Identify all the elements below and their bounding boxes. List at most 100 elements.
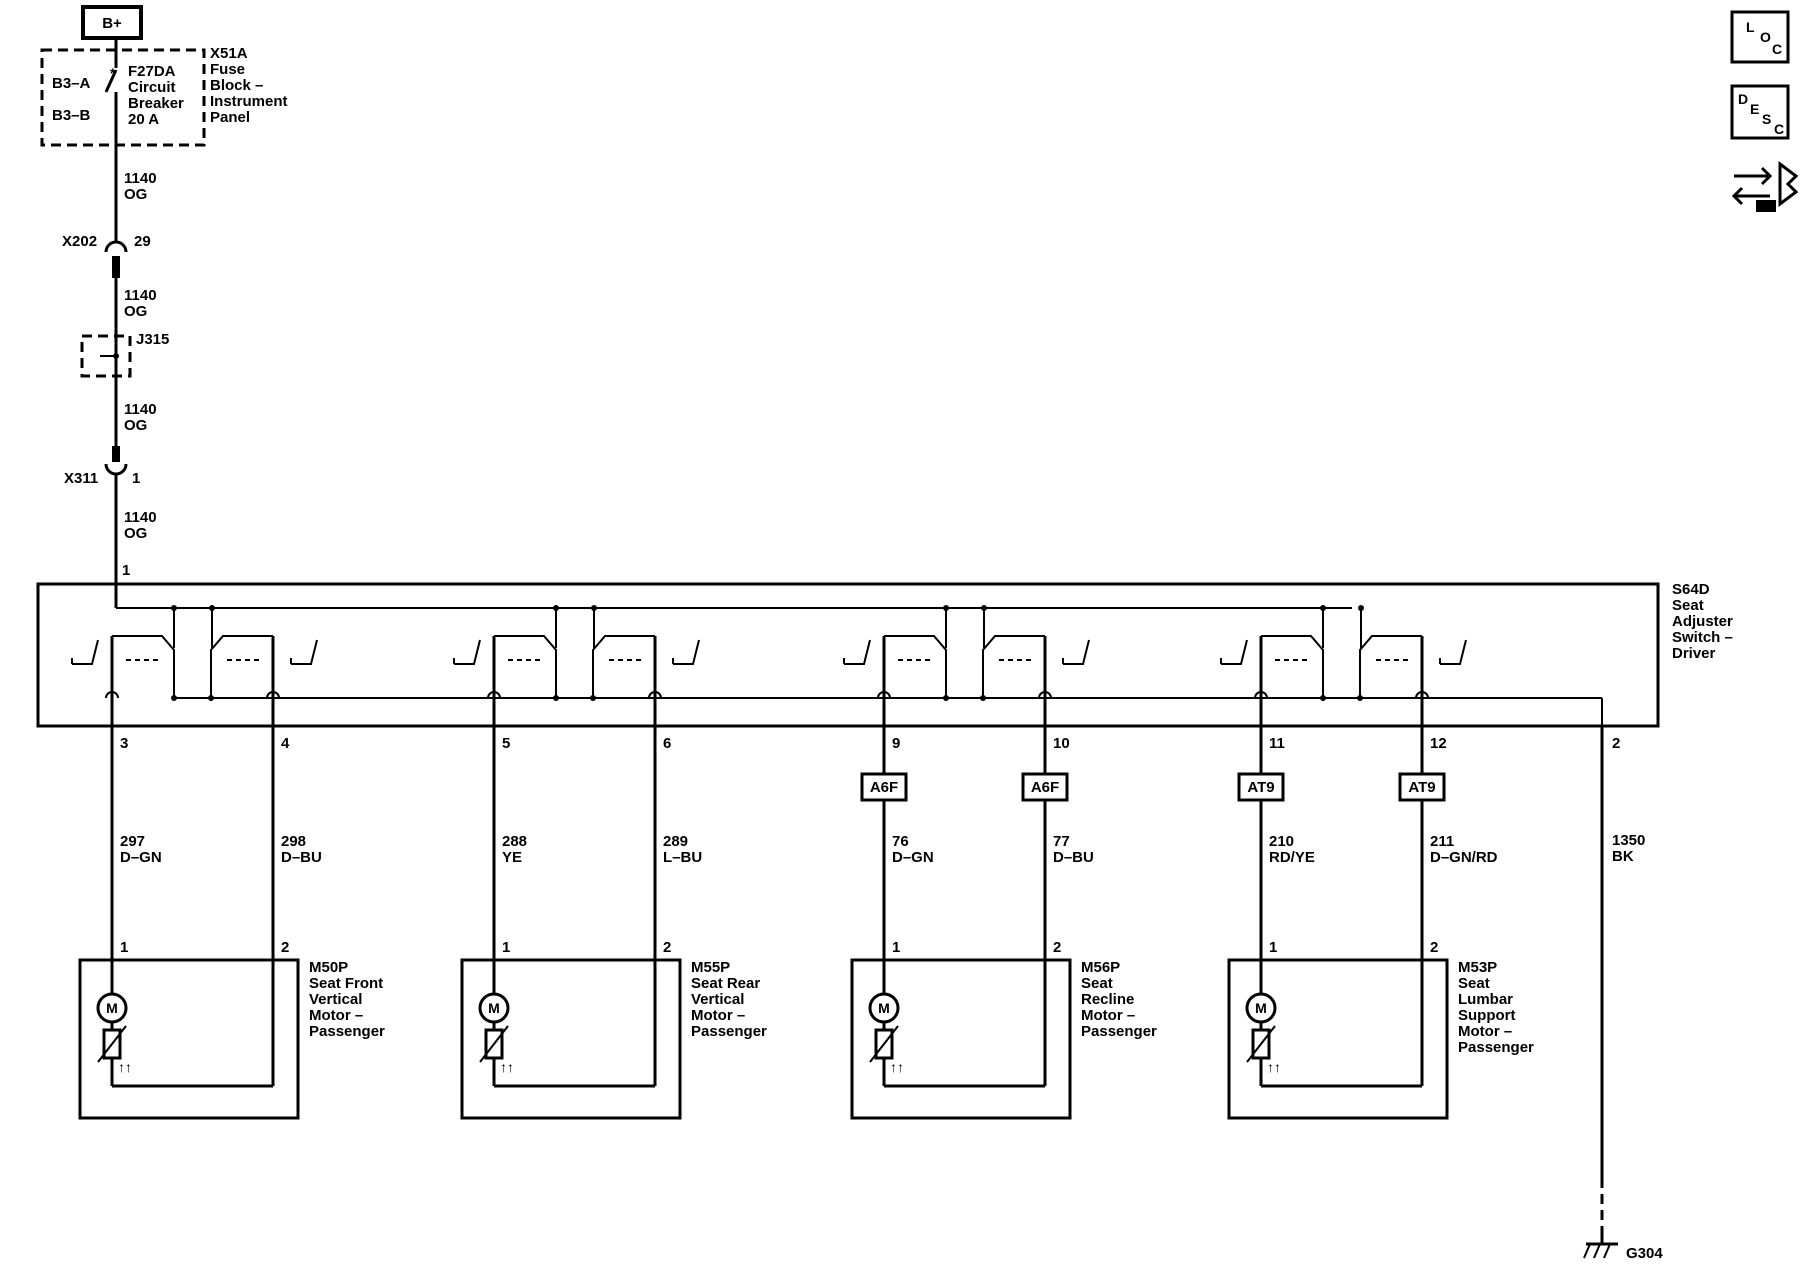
channel-4-motor-label-line-5: Motor – bbox=[1458, 1023, 1512, 1040]
channel-4-motor-pin-right: 2 bbox=[1430, 939, 1438, 956]
channel-4-motor-box bbox=[1227, 958, 1449, 1120]
channel-2-bus-dot-left bbox=[553, 605, 559, 611]
switch-line-5: Driver bbox=[1672, 645, 1716, 662]
channel-4-connector-box-right bbox=[1398, 772, 1446, 802]
channel-2-motor-box bbox=[460, 958, 682, 1120]
x311-pin: 1 bbox=[132, 470, 140, 487]
channel-3-motor-pin-right: 2 bbox=[1053, 939, 1061, 956]
svg-text:*: * bbox=[110, 65, 116, 81]
switch-line-2: Seat bbox=[1672, 597, 1704, 614]
channel-1-position-sensor-slash bbox=[97, 1025, 127, 1063]
fuse-block-label: X51A Fuse Block – Instrument Panel bbox=[210, 45, 288, 126]
connector-end-view-icon[interactable] bbox=[1731, 161, 1799, 212]
channel-3-connector-box-right bbox=[1021, 772, 1069, 802]
channel-2-motor-icon bbox=[478, 992, 510, 1024]
loc-icon-o: O bbox=[1760, 29, 1771, 45]
channel-3-ground-dot-left bbox=[943, 695, 949, 701]
desc-icon-d: D bbox=[1738, 91, 1748, 107]
channel-4-wire-right-color: D–GN/RD bbox=[1430, 849, 1498, 866]
channel-3-motor-icon-glyph: M bbox=[878, 1000, 890, 1016]
breaker-line-2: Circuit bbox=[128, 79, 176, 96]
ground-wire-circuit: 1350 bbox=[1612, 832, 1645, 849]
fuse-block-line-4: Instrument bbox=[210, 93, 288, 110]
channel-2-switch-contact-right bbox=[592, 635, 655, 698]
x202-pin-body bbox=[112, 256, 120, 278]
channel-4-ground-dot-right bbox=[1357, 695, 1363, 701]
channel-2-wire-right-color: L–BU bbox=[663, 849, 702, 866]
channel-3-seat-icon-right bbox=[1062, 639, 1090, 665]
channel-3-ground-dot-right bbox=[980, 695, 986, 701]
channel-1-ground-dot-right bbox=[208, 695, 214, 701]
channel-3-bus-dot-left bbox=[943, 605, 949, 611]
channel-1-bus-dot-left bbox=[171, 605, 177, 611]
ground-symbol-icon bbox=[1583, 1232, 1618, 1259]
loc-icon[interactable]: L O C bbox=[1730, 10, 1790, 64]
battery-source-label: B+ bbox=[102, 15, 122, 32]
x202-label: X202 bbox=[62, 233, 97, 250]
channel-4-wire-left-circuit: 210 bbox=[1269, 833, 1294, 850]
channel-2-motor-pin-left: 1 bbox=[502, 939, 510, 956]
channel-3-wire-right-circuit: 77 bbox=[1053, 833, 1070, 850]
fuse-block-line-3: Block – bbox=[210, 77, 263, 94]
switch-label: S64D Seat Adjuster Switch – Driver bbox=[1672, 581, 1733, 662]
fuse-block-outline bbox=[40, 48, 206, 147]
channel-3-switch-contact-right bbox=[982, 635, 1045, 698]
channel-4-motor-label-line-1: M53P bbox=[1458, 959, 1497, 976]
seat-adjuster-switch-box bbox=[36, 582, 1660, 728]
channel-4-wire-left-color: RD/YE bbox=[1269, 849, 1315, 866]
channel-4-motor-icon-glyph: M bbox=[1255, 1000, 1267, 1016]
channel-3-motor-label-line-2: Seat bbox=[1081, 975, 1113, 992]
channel-2-bus-dot-right bbox=[591, 605, 597, 611]
channel-3-position-arrows: ↑↑ bbox=[890, 1059, 904, 1075]
channel-3-motor-label-line-3: Recline bbox=[1081, 991, 1134, 1008]
channel-1-motor-label-line-5: Passenger bbox=[309, 1023, 385, 1040]
feed-wire-1-circuit: 1140 bbox=[124, 170, 157, 187]
channel-1-motor-label-line-1: M50P bbox=[309, 959, 348, 976]
j315-label: J315 bbox=[136, 331, 169, 348]
desc-icon-c: C bbox=[1774, 121, 1784, 137]
channel-1-wire-right-circuit: 298 bbox=[281, 833, 306, 850]
channel-1-motor-pin-right: 2 bbox=[281, 939, 289, 956]
x202-pin: 29 bbox=[134, 233, 151, 250]
channel-1-wire-left-color: D–GN bbox=[120, 849, 162, 866]
channel-1-motor-label-line-3: Vertical bbox=[309, 991, 362, 1008]
x311-pin-body bbox=[112, 446, 120, 462]
j315-splice bbox=[80, 334, 132, 378]
channel-1-switch-pin-right: 4 bbox=[281, 735, 290, 752]
channel-1-motor-label-line-2: Seat Front bbox=[309, 975, 383, 992]
channel-4-position-arrows: ↑↑ bbox=[1267, 1059, 1281, 1075]
x311-label: X311 bbox=[64, 470, 98, 487]
channel-3-switch-pin-right: 10 bbox=[1053, 735, 1070, 752]
channel-3-switch-pin-left: 9 bbox=[892, 735, 900, 752]
feed-wire-3-circuit: 1140 bbox=[124, 401, 157, 418]
channel-2-switch-pin-right: 6 bbox=[663, 735, 671, 752]
channel-3-connector-box-left bbox=[860, 772, 908, 802]
channel-1-switch-contact-left bbox=[112, 635, 175, 698]
channel-2-motor-label-line-2: Seat Rear bbox=[691, 975, 760, 992]
channel-3-position-sensor-slash bbox=[869, 1025, 899, 1063]
channel-1-motor-label-line-4: Motor – bbox=[309, 1007, 363, 1024]
channel-1-wire-right-color: D–BU bbox=[281, 849, 322, 866]
feed-wire-2-color: OG bbox=[124, 303, 147, 320]
battery-source-box bbox=[81, 5, 143, 40]
channel-4-motor-label-line-3: Lumbar bbox=[1458, 991, 1513, 1008]
channel-3-wire-left-circuit: 76 bbox=[892, 833, 909, 850]
channel-3-motor-label-line-1: M56P bbox=[1081, 959, 1120, 976]
channel-2-seat-icon-left bbox=[453, 639, 481, 665]
channel-1-motor-icon bbox=[96, 992, 128, 1024]
channel-4-position-sensor-slash bbox=[1246, 1025, 1276, 1063]
channel-4-wire-right-circuit: 211 bbox=[1430, 833, 1454, 850]
channel-3-motor-icon bbox=[868, 992, 900, 1024]
channel-2-motor-label-line-4: Motor – bbox=[691, 1007, 745, 1024]
fuse-pin-b3a: B3–A bbox=[52, 75, 91, 92]
circuit-breaker-symbol: * bbox=[104, 38, 118, 145]
desc-icon[interactable]: D E S C bbox=[1730, 84, 1790, 140]
channel-2-motor-label-line-1: M55P bbox=[691, 959, 730, 976]
channel-2-ground-dot-left bbox=[553, 695, 559, 701]
feed-wire-3-color: OG bbox=[124, 417, 147, 434]
channel-4-motor-icon bbox=[1245, 992, 1277, 1024]
channel-4-connector-label-left: AT9 bbox=[1247, 779, 1274, 796]
channel-1-switch-contact-right bbox=[210, 635, 273, 698]
